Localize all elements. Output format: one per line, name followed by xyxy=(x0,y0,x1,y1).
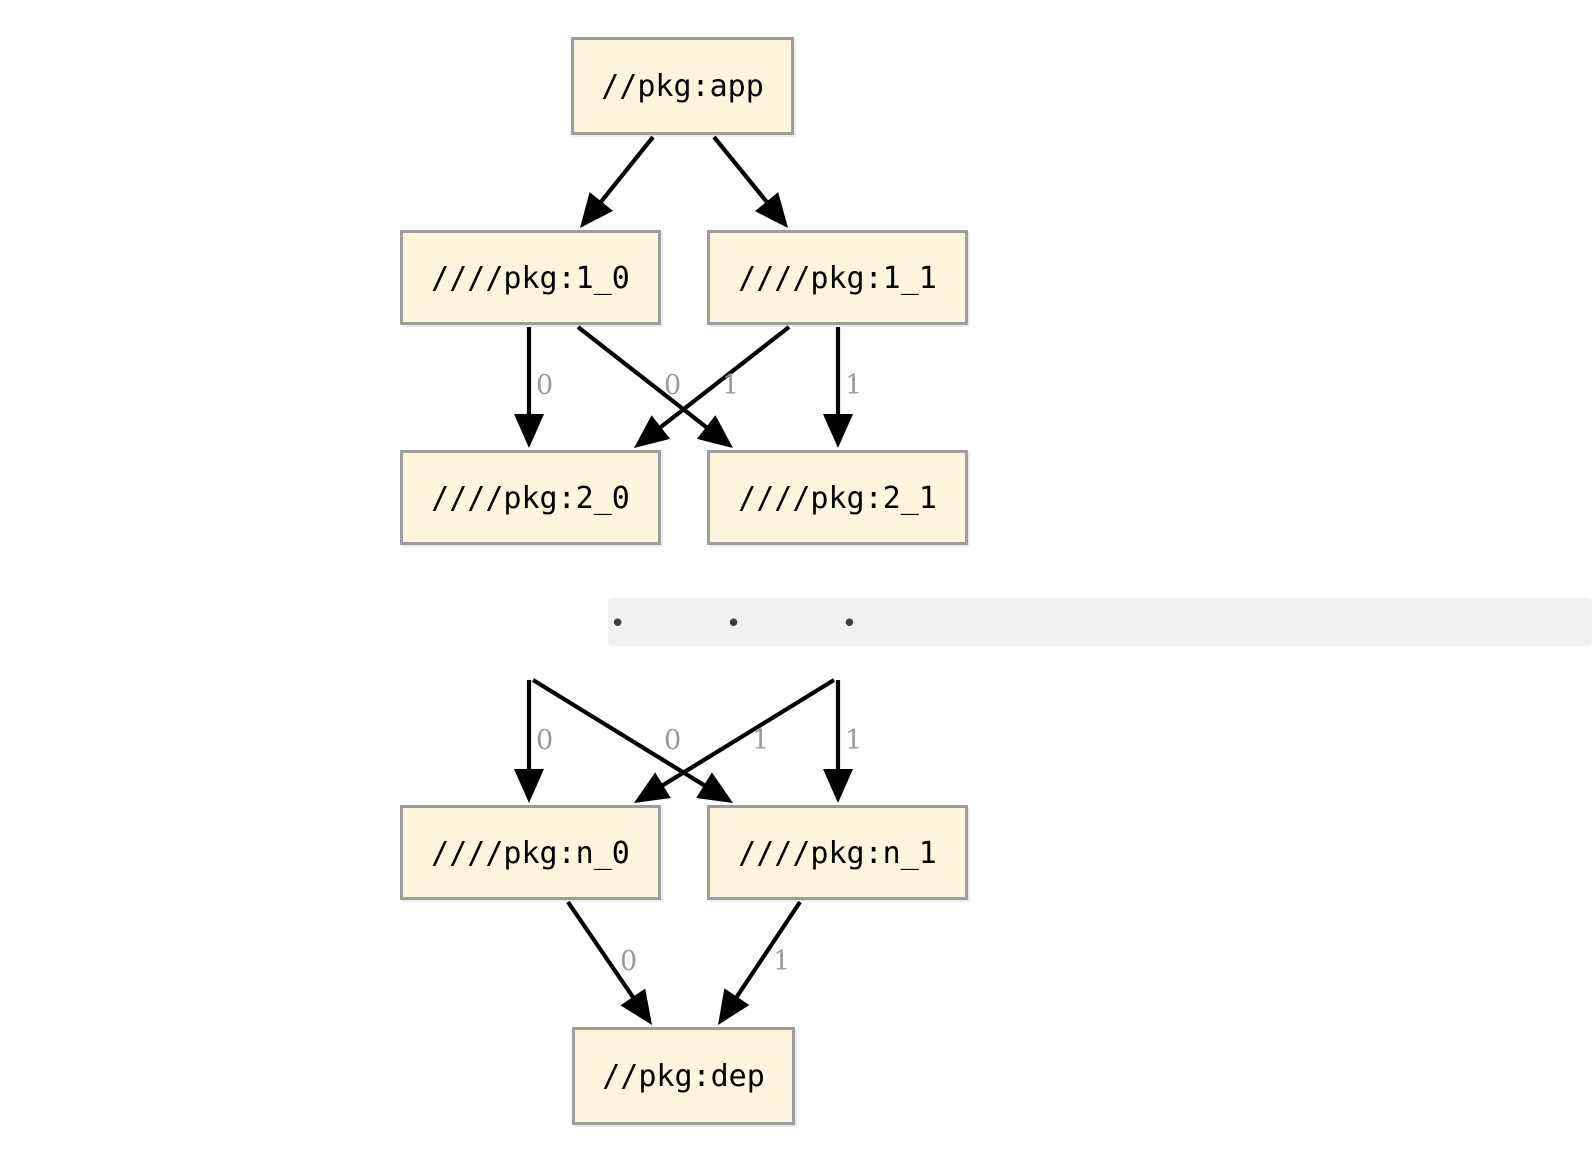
arrowhead-n_0-to-dep xyxy=(620,988,652,1025)
edge-label-hidden-to-n_0: 0 xyxy=(536,725,554,756)
edge-label-hidden2-to-n_0: 1 xyxy=(752,725,770,756)
graph-node-label: ////pkg:1_1 xyxy=(738,260,937,296)
edge-hidden-to-n_1 xyxy=(531,678,711,791)
edge-label-1_0-to-2_0: 0 xyxy=(536,370,554,401)
arrowhead-app-to-1_1 xyxy=(754,192,788,228)
graph-node-l2_0[interactable]: ////pkg:2_0 xyxy=(400,450,661,545)
graph-node-ln_0[interactable]: ////pkg:n_0 xyxy=(400,805,661,900)
graph-node-app[interactable]: //pkg:app xyxy=(571,37,794,135)
edge-label-n_0-to-dep: 0 xyxy=(620,946,638,977)
arrowhead-n_1-to-dep xyxy=(718,988,750,1025)
graph-node-dep[interactable]: //pkg:dep xyxy=(572,1027,795,1125)
graph-node-ln_1[interactable]: ////pkg:n_1 xyxy=(707,805,968,900)
graph-node-label: ////pkg:2_1 xyxy=(738,480,937,516)
arrowhead-1_1-to-2_0 xyxy=(634,415,671,448)
edge-hidden2-to-n_0 xyxy=(656,678,836,791)
edge-app-to-1_0 xyxy=(595,135,655,208)
graph-node-label: //pkg:dep xyxy=(602,1059,765,1094)
edge-label-1_0-to-2_1: 0 xyxy=(664,370,682,401)
edge-label-hidden2-to-n_1: 1 xyxy=(845,725,863,756)
edge-label-1_1-to-2_1: 1 xyxy=(845,370,863,401)
arrowhead-hidden2-to-n_0 xyxy=(634,772,671,803)
arrowhead-app-to-1_0 xyxy=(580,192,613,228)
graph-node-label: ////pkg:1_0 xyxy=(431,260,630,296)
edge-1_0-to-2_1 xyxy=(576,325,713,433)
graph-node-l2_1[interactable]: ////pkg:2_1 xyxy=(707,450,968,545)
arrowhead-hidden-to-n_0 xyxy=(514,769,544,803)
graph-node-l1_0[interactable]: ////pkg:1_0 xyxy=(400,230,661,325)
graph-node-label: ////pkg:n_1 xyxy=(738,835,937,871)
edge-label-1_1-to-2_0: 1 xyxy=(722,370,740,401)
arrowhead-hidden-to-n_1 xyxy=(696,772,733,803)
graph-node-label: ////pkg:2_0 xyxy=(431,480,630,516)
arrowhead-1_0-to-2_0 xyxy=(514,414,544,448)
graph-node-l1_1[interactable]: ////pkg:1_1 xyxy=(707,230,968,325)
arrowhead-1_1-to-2_1 xyxy=(823,414,853,448)
arrowhead-1_0-to-2_1 xyxy=(696,415,733,448)
edge-label-n_1-to-dep: 1 xyxy=(773,946,791,977)
edge-app-to-1_1 xyxy=(712,135,772,208)
graph-node-label: //pkg:app xyxy=(601,69,764,104)
edge-label-hidden-to-n_1: 0 xyxy=(664,725,682,756)
graph-node-label: ////pkg:n_0 xyxy=(431,835,630,871)
arrowhead-hidden2-to-n_1 xyxy=(823,769,853,803)
truncation-band xyxy=(608,598,1592,646)
ellipsis-dots: • • • xyxy=(610,609,886,639)
